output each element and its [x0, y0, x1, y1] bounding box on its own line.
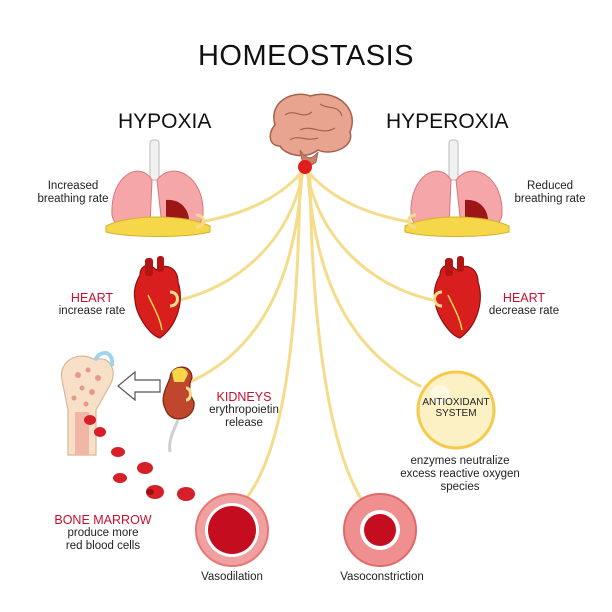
right-lungs-label: Reduced breathing rate — [500, 180, 600, 206]
kidney-icon — [162, 366, 195, 453]
left-heart-icon — [133, 256, 181, 339]
bone-marrow-label: BONE MARROW produce more red blood cells — [48, 513, 158, 553]
vasoconstriction-label: Vasoconstriction — [340, 571, 424, 583]
nerve-to-antioxidant — [306, 173, 422, 388]
arrow-kidney-to-bone — [117, 370, 161, 402]
nerve-to-right-heart — [305, 170, 434, 302]
red-blood-cells — [84, 415, 195, 501]
right-lungs-label-line-2: breathing rate — [514, 193, 586, 205]
right-lungs-icon — [404, 139, 510, 237]
left-heart-desc: increase rate — [58, 305, 126, 317]
nerve-to-right-lungs — [303, 166, 412, 224]
antioxidant-title-line-2: SYSTEM — [435, 408, 477, 419]
antioxidant-title: ANTIOXIDANT SYSTEM — [416, 397, 496, 419]
bone-marrow-icon — [61, 350, 115, 456]
nerve-to-vasodilation — [243, 176, 302, 502]
antioxidant-desc-line-2: excess reactive oxygen — [400, 468, 520, 480]
hypoxia-header: HYPOXIA — [118, 110, 212, 133]
right-lungs-label-line-1: Reduced — [526, 180, 574, 192]
vasodilation-label: Vasodilation — [201, 571, 263, 583]
brain-icon — [269, 93, 353, 174]
left-heart-label: HEART increase rate — [50, 291, 134, 318]
antioxidant-desc-line-1: enzymes neutralize — [410, 455, 510, 467]
right-heart-label: HEART decrease rate — [484, 291, 564, 318]
left-lungs-label: Increased breathing rate — [28, 180, 118, 206]
kidneys-desc-line-2: release — [225, 417, 263, 429]
left-lungs-icon — [105, 139, 211, 237]
vasoconstriction-vessel-icon — [343, 493, 417, 567]
hyperoxia-header: HYPEROXIA — [386, 110, 509, 133]
antioxidant-desc-line-3: species — [440, 481, 480, 493]
kidneys-desc-line-1: erythropoietin — [209, 404, 279, 416]
right-heart-desc: decrease rate — [488, 305, 560, 317]
nerve-to-left-heart — [178, 170, 305, 302]
left-lungs-label-line-1: Increased — [47, 180, 99, 192]
bone-marrow-desc-line-1: produce more — [67, 527, 139, 539]
right-heart-icon — [433, 256, 481, 339]
left-heart-title: HEART — [70, 291, 114, 305]
left-lungs-label-line-2: breathing rate — [37, 193, 109, 205]
vasodilation-vessel-icon — [195, 493, 269, 567]
nerve-to-vasoconstriction — [308, 176, 364, 502]
right-heart-title: HEART — [502, 291, 546, 305]
bone-marrow-title: BONE MARROW — [54, 513, 152, 527]
kidneys-title: KIDNEYS — [216, 390, 272, 404]
nerve-to-left-lungs — [198, 166, 307, 224]
nerve-pathways — [178, 166, 434, 502]
antioxidant-system-icon — [416, 370, 496, 450]
kidneys-label: KIDNEYS erythropoietin release — [204, 390, 284, 430]
antioxidant-desc: enzymes neutralize excess reactive oxyge… — [390, 455, 530, 494]
antioxidant-title-line-1: ANTIOXIDANT — [422, 397, 490, 408]
nerve-to-kidneys — [188, 173, 304, 384]
diagram-title: HOMEOSTASIS — [197, 40, 415, 72]
bone-marrow-desc-line-2: red blood cells — [65, 540, 141, 552]
